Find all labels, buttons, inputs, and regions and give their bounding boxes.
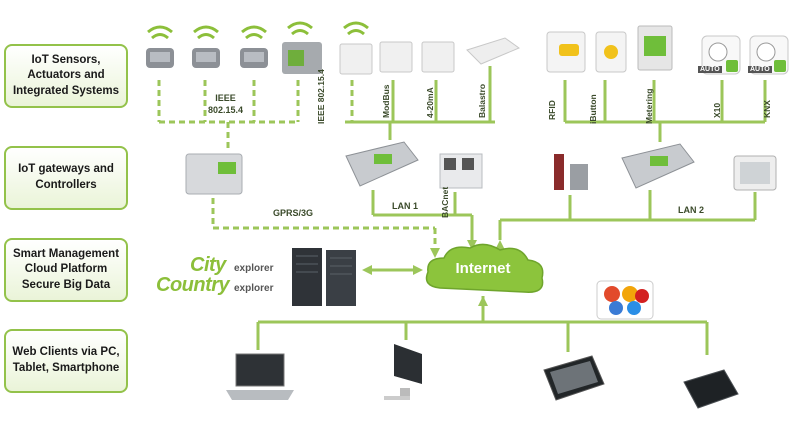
metering-label: Metering <box>644 88 654 124</box>
country-brand: Country <box>156 274 230 296</box>
industrial-pump <box>548 150 592 199</box>
analog-sensor <box>420 40 456 79</box>
ibutton-label: iButton <box>588 94 598 124</box>
touch-panel <box>732 154 778 197</box>
wireless-sensor-2 <box>184 22 228 83</box>
bacnet-chiller <box>438 148 484 197</box>
auto-badge-knx: AUTO <box>748 66 772 73</box>
ibutton-reader <box>592 30 632 79</box>
balastro-label: Balastro <box>477 83 487 118</box>
internet-cloud-icon <box>420 240 550 305</box>
internet-label: Internet <box>455 260 511 277</box>
controller-lan2 <box>620 142 696 197</box>
city-explorer-label: explorer <box>234 263 274 274</box>
ieee-vertical-label: IEEE 802.15.4 <box>316 69 326 124</box>
smart-plug-x10 <box>700 34 742 81</box>
middle-sensor-bus <box>345 66 495 140</box>
layer-sensors: IoT Sensors, Actuators and Integrated Sy… <box>4 44 128 108</box>
lan2-label: LAN 2 <box>678 205 705 215</box>
tablet-icon <box>540 352 608 409</box>
energy-meter <box>636 24 676 79</box>
modbus-label: ModBus <box>381 84 391 118</box>
wireless-sensor-3 <box>232 22 276 83</box>
cloud-servers <box>288 244 360 315</box>
lan1-label: LAN 1 <box>392 201 419 211</box>
smart-plug-knx <box>748 34 790 81</box>
rfid-label: RFID <box>547 100 557 120</box>
controller-lan1 <box>344 140 420 195</box>
country-explorer-label: explorer <box>234 283 274 294</box>
wireless-sensor-1 <box>138 22 182 83</box>
wireless-room-sensor <box>334 18 378 83</box>
gprs-gateway <box>184 150 244 205</box>
ieee-left-bus <box>157 80 300 150</box>
ma-label: 4-20mA <box>425 87 435 118</box>
lan1-link <box>371 190 474 240</box>
layer-gateways: IoT gateways and Controllers <box>4 146 128 210</box>
ballast-light <box>465 36 521 75</box>
wireless-io-module <box>276 18 326 83</box>
rfid-reader <box>545 30 589 79</box>
laptop-icon <box>224 350 296 409</box>
browser-icons <box>596 280 654 325</box>
right-sensor-bus <box>563 80 767 142</box>
gprs-link <box>211 198 437 248</box>
ieee-left-label: IEEE 802.15.4 <box>208 93 244 115</box>
city-brand: City <box>190 254 226 276</box>
layer-web-clients: Web Clients via PC, Tablet, Smartphone <box>4 329 128 393</box>
layer-cloud-platform: Smart Management Cloud Platform Secure B… <box>4 238 128 302</box>
smartphone-icon <box>680 366 742 417</box>
bacnet-label: BACnet <box>440 186 450 218</box>
gprs-label: GPRS/3G <box>273 208 314 218</box>
knx-label: KNX <box>762 100 772 118</box>
desktop-pc-icon <box>378 340 428 409</box>
auto-badge-x10: AUTO <box>698 66 722 73</box>
x10-label: X10 <box>712 102 722 118</box>
lan2-link <box>498 190 757 240</box>
modbus-sensor <box>378 40 414 79</box>
